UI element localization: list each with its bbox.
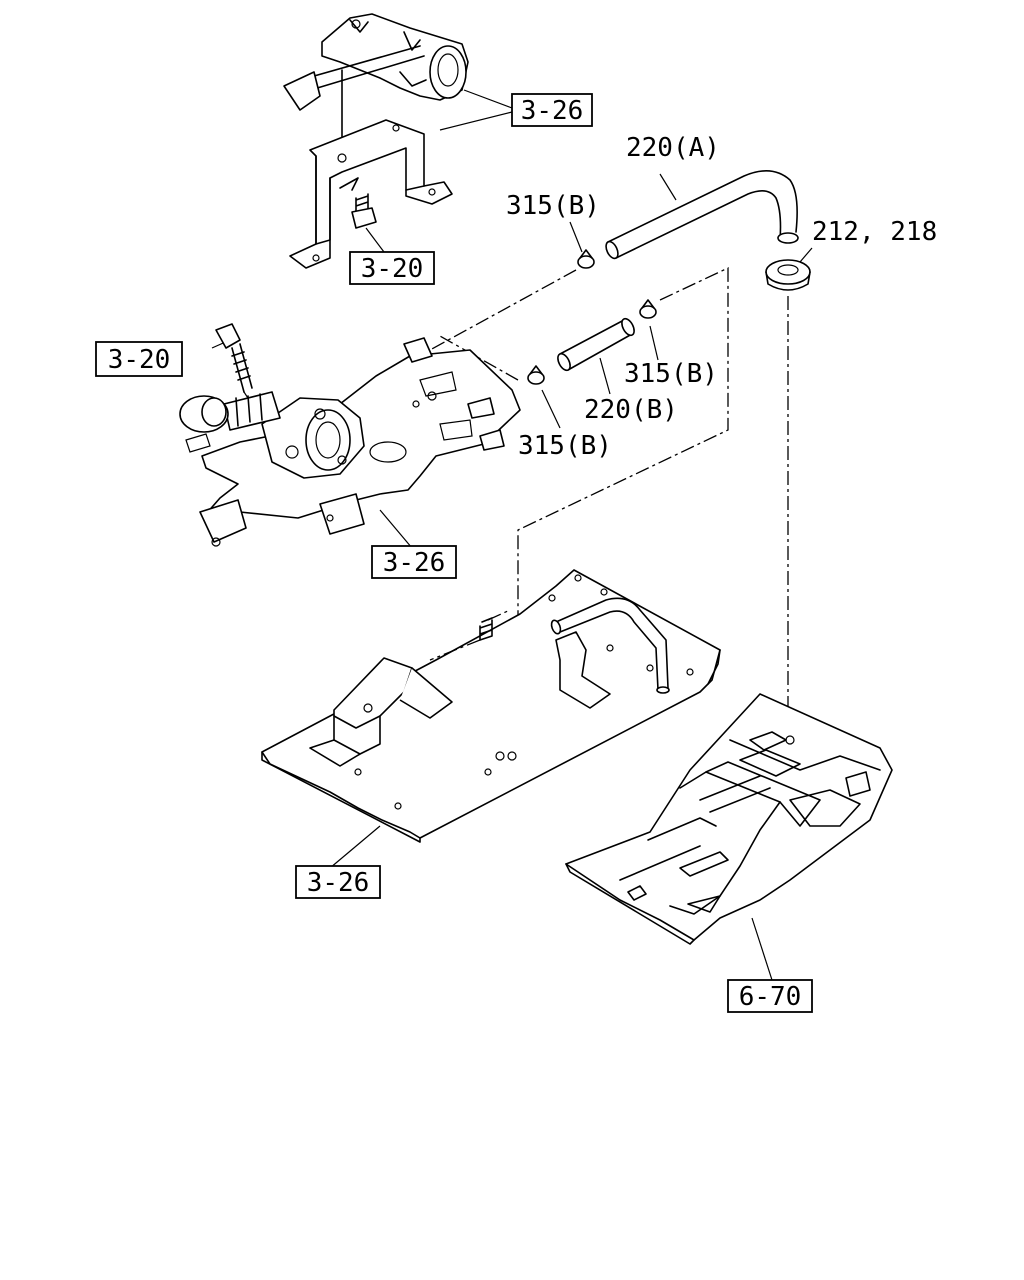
ref-box-top-bolt[interactable]: 3-20 (349, 251, 435, 285)
top-bolt (351, 193, 377, 229)
ref-box-top-frame[interactable]: 3-26 (511, 93, 593, 127)
hose-220a (605, 170, 799, 260)
top-shift-lever-assembly (283, 13, 469, 269)
clips (527, 249, 657, 385)
part-label-clip-right[interactable]: 315(B) (624, 359, 718, 389)
floor-panel (565, 693, 893, 945)
ref-box-floor-panel[interactable]: 6-70 (727, 979, 813, 1013)
ref-lower-plate-label: 3-26 (307, 868, 370, 898)
ref-box-middle-bracket[interactable]: 3-26 (371, 545, 457, 579)
part-label-clip-lower[interactable]: 315(B) (518, 431, 612, 461)
ref-floor-panel-label: 6-70 (739, 982, 802, 1012)
hose-220b (557, 317, 635, 372)
part-label-hose-b[interactable]: 220(B) (584, 395, 678, 425)
ref-box-lower-plate[interactable]: 3-26 (295, 865, 381, 899)
part-label-hose-a[interactable]: 220(A) (626, 133, 720, 163)
ref-box-left-bolt[interactable]: 3-20 (95, 341, 183, 377)
part-label-clip-top[interactable]: 315(B) (506, 191, 600, 221)
ref-top-bolt-label: 3-20 (361, 254, 424, 284)
ref-middle-bracket-label: 3-26 (383, 548, 446, 578)
ref-top-frame-label: 3-26 (521, 96, 584, 126)
lower-plate (261, 569, 721, 843)
part-label-grommet[interactable]: 212, 218 (812, 217, 937, 247)
ref-left-bolt-label: 3-20 (108, 345, 171, 375)
grommet (765, 259, 811, 291)
middle-shift-lever (179, 391, 365, 479)
leader-lines (211, 89, 813, 981)
